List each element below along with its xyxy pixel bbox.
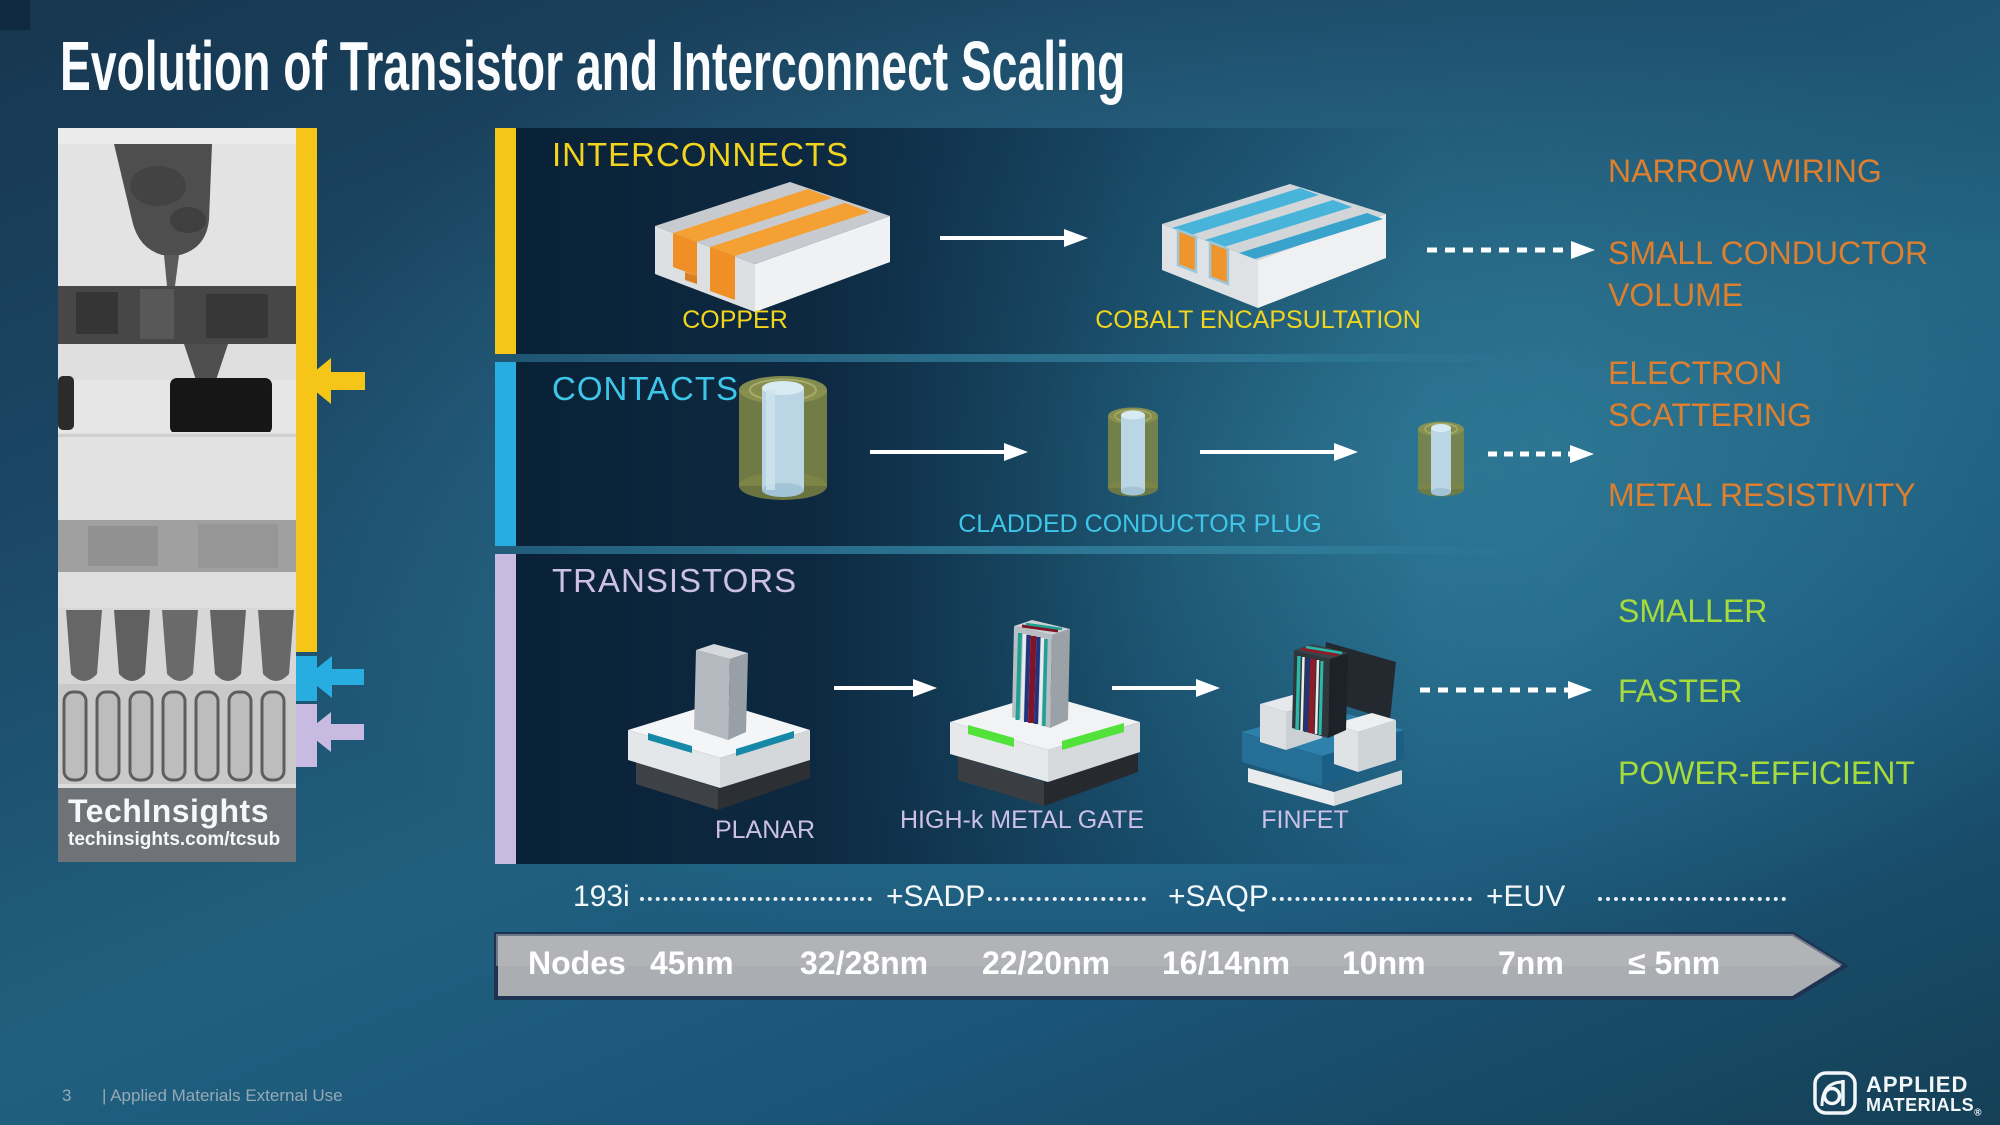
contact-callout-arrow-icon bbox=[306, 656, 364, 698]
node-10nm: 10nm bbox=[1342, 945, 1426, 981]
dotted-line bbox=[988, 897, 1146, 901]
interconnects-accent-bar bbox=[495, 128, 516, 354]
tem-photo-illustration bbox=[58, 128, 296, 862]
litho-saqp-label: +SAQP bbox=[1168, 880, 1269, 913]
flow-arrow-icon bbox=[834, 679, 937, 697]
rail-contacts-segment bbox=[296, 656, 317, 701]
benefit-power-efficient: POWER-EFFICIENT bbox=[1618, 755, 1915, 791]
litho-193i-label: 193i bbox=[573, 880, 630, 913]
finfet-transistor-illustration bbox=[1242, 642, 1404, 806]
node-45nm: 45nm bbox=[650, 945, 734, 981]
litho-sadp-label: +SADP bbox=[886, 880, 986, 913]
dotted-line bbox=[640, 897, 872, 901]
contacts-heading: CONTACTS bbox=[552, 370, 740, 407]
interconnect-callout-arrow-icon bbox=[303, 358, 365, 404]
challenge-electron-scattering: ELECTRON SCATTERING bbox=[1608, 355, 1812, 433]
techinsights-branding: TechInsights techinsights.com/tcsub bbox=[58, 788, 296, 862]
hkmg-label: HIGH-k METAL GATE bbox=[900, 806, 1144, 834]
node-22-20nm: 22/20nm bbox=[982, 945, 1111, 981]
benefit-faster: FASTER bbox=[1618, 673, 1743, 709]
cobalt-block-illustration bbox=[1162, 184, 1386, 308]
logo-line1: APPLIED bbox=[1866, 1072, 1969, 1097]
benefit-smaller: SMALLER bbox=[1618, 593, 1768, 629]
challenge-metal-resistivity: METAL RESISTIVITY bbox=[1608, 477, 1916, 513]
transistor-callout-arrow-icon bbox=[306, 712, 364, 752]
techinsights-logo-text: TechInsights bbox=[68, 793, 269, 829]
node-32-28nm: 32/28nm bbox=[800, 945, 929, 981]
nodes-title: Nodes bbox=[528, 945, 626, 981]
rail-transistors-segment bbox=[296, 704, 317, 767]
applied-materials-logo: APPLIED MATERIALS® bbox=[1812, 1068, 1982, 1120]
dashed-arrow-icon bbox=[1420, 681, 1592, 699]
planar-label: PLANAR bbox=[714, 816, 816, 844]
flow-arrow-icon bbox=[1112, 679, 1220, 697]
flow-arrow-icon bbox=[940, 229, 1088, 247]
rail-interconnects-segment bbox=[296, 128, 317, 652]
transistors-heading: TRANSISTORS bbox=[552, 562, 798, 599]
contact-plug-medium-illustration bbox=[1108, 407, 1158, 497]
slide-number: 3 bbox=[62, 1086, 72, 1105]
challenge-small-conductor-volume: SMALL CONDUCTOR VOLUME bbox=[1608, 235, 1929, 313]
dotted-line bbox=[1272, 897, 1472, 901]
dotted-line bbox=[1598, 897, 1786, 901]
interconnects-heading: INTERCONNECTS bbox=[552, 136, 850, 173]
page-title: Evolution of Transistor and Interconnect… bbox=[60, 27, 1126, 105]
node-16-14nm: 16/14nm bbox=[1162, 945, 1291, 981]
corner-accent-square bbox=[0, 0, 30, 30]
logo-line2: MATERIALS® bbox=[1866, 1095, 1983, 1119]
tem-cross-section-image: TechInsights techinsights.com/tcsub bbox=[58, 128, 296, 862]
flow-arrow-icon bbox=[1200, 443, 1358, 461]
dashed-arrow-icon bbox=[1427, 241, 1595, 259]
node-7nm: 7nm bbox=[1498, 945, 1564, 981]
challenge-narrow-wiring: NARROW WIRING bbox=[1608, 153, 1882, 189]
hkmg-transistor-illustration bbox=[950, 620, 1140, 806]
copper-label: COPPER bbox=[682, 306, 788, 334]
contacts-band bbox=[495, 362, 1553, 546]
flow-arrow-icon bbox=[870, 443, 1028, 461]
nodes-arrow-bar bbox=[494, 932, 1849, 1000]
litho-euv-label: +EUV bbox=[1486, 880, 1566, 913]
contacts-accent-bar bbox=[495, 362, 516, 546]
planar-transistor-illustration bbox=[628, 644, 810, 810]
applied-materials-logo-icon bbox=[1813, 1071, 1857, 1115]
finfet-label: FINFET bbox=[1261, 806, 1349, 834]
contact-plug-large-illustration bbox=[739, 376, 827, 500]
dashed-arrow-icon bbox=[1488, 445, 1594, 463]
node-5nm: ≤ 5nm bbox=[1628, 945, 1721, 981]
cladded-plug-label: CLADDED CONDUCTOR PLUG bbox=[958, 510, 1322, 538]
contact-plug-small-illustration bbox=[1418, 421, 1464, 497]
transistors-accent-bar bbox=[495, 554, 516, 864]
cobalt-label: COBALT ENCAPSULTATION bbox=[1095, 306, 1421, 334]
footer-classification: | Applied Materials External Use bbox=[102, 1086, 343, 1105]
techinsights-url: techinsights.com/tcsub bbox=[68, 829, 281, 850]
registered-mark: ® bbox=[1974, 1107, 1983, 1119]
copper-block-illustration bbox=[655, 182, 890, 312]
